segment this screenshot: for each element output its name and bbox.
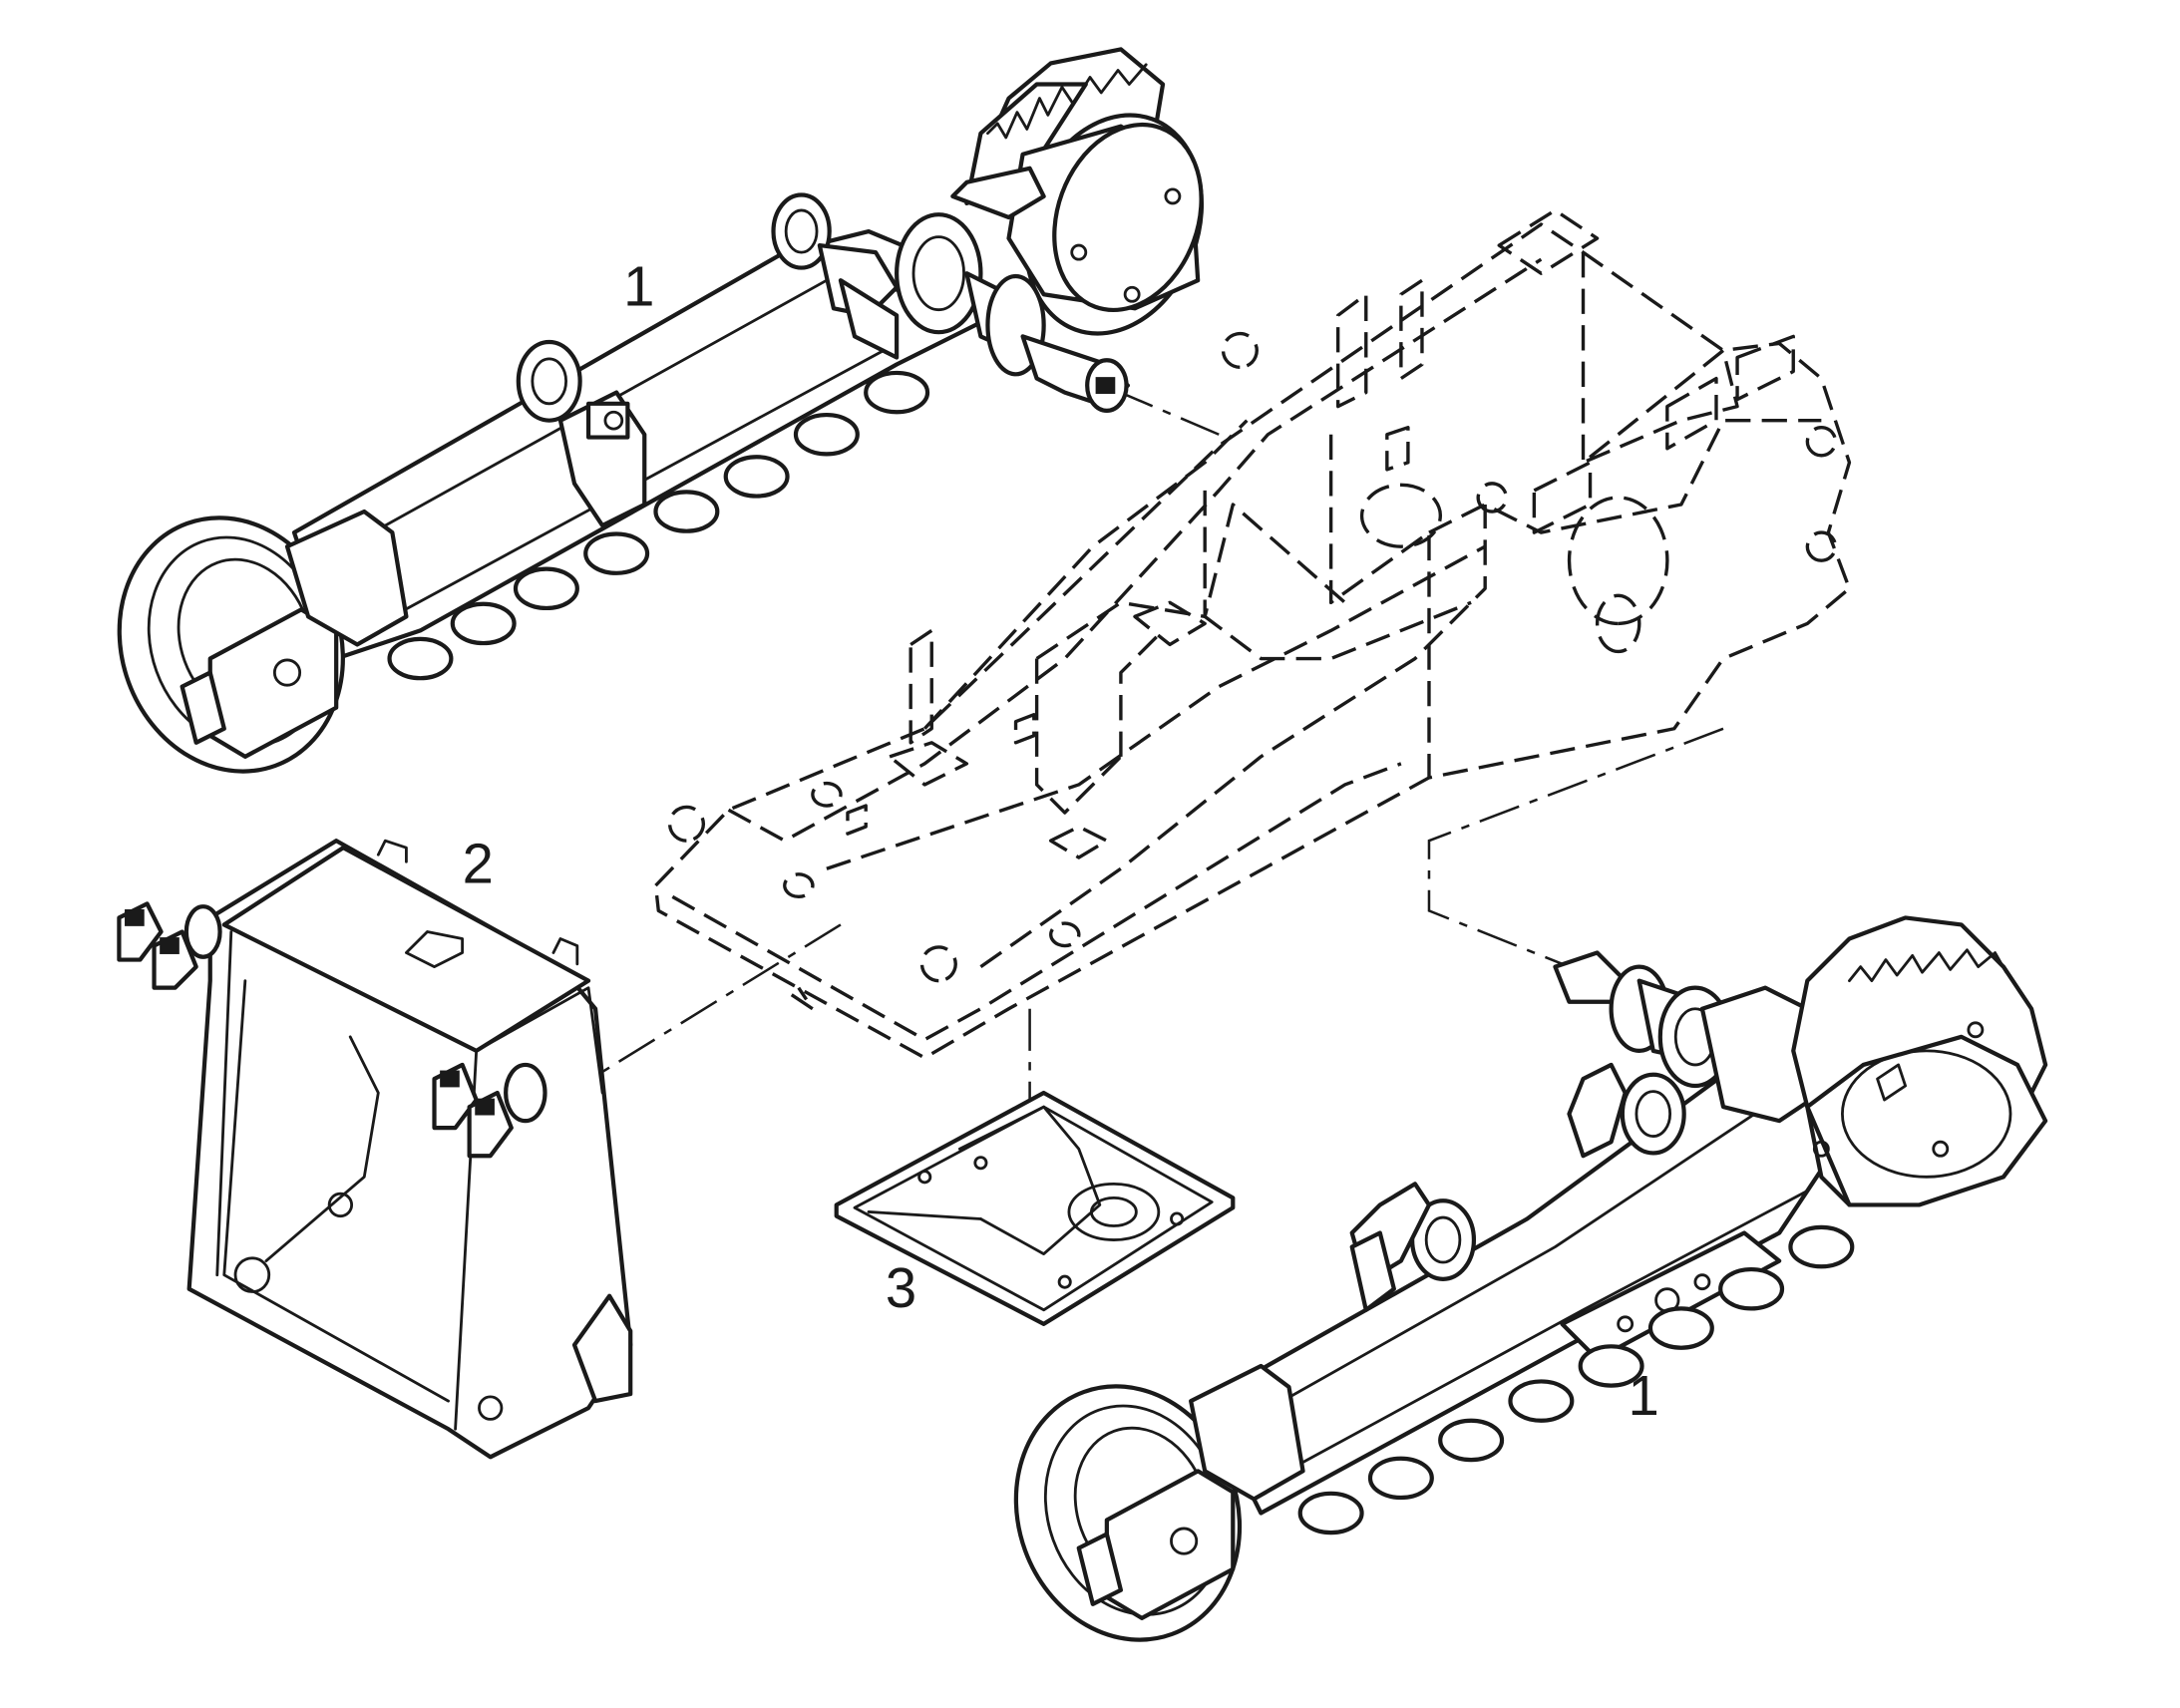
callout-box: 2 (463, 832, 494, 894)
main-frame (653, 208, 1852, 1060)
track-assembly-upper (117, 47, 1205, 774)
box-latch-left (117, 901, 222, 990)
track-rollers-lower (1297, 1224, 1855, 1536)
tensioner-cylinder-rear (771, 192, 900, 360)
callout-track-lower: 1 (1628, 1364, 1658, 1427)
mounting-plate (834, 1090, 1236, 1326)
tensioner-cylinder-lower-rear (1567, 1062, 1686, 1159)
idler-wheel-lower (1013, 1384, 1243, 1642)
track-assembly-lower (1013, 915, 2048, 1642)
assembly-leader-lines (601, 388, 1724, 1205)
track-rollers (387, 370, 930, 681)
drive-motor-hub (895, 166, 1131, 413)
callout-track-upper: 1 (623, 254, 654, 317)
counterweight-box (117, 839, 633, 1460)
drive-sprocket (964, 47, 1205, 336)
drive-motor-lower (1553, 950, 1824, 1124)
tensioner-cylinder (516, 339, 647, 528)
drive-sprocket-lower (1791, 915, 2048, 1207)
box-latch-right (432, 1062, 547, 1159)
callout-plate: 3 (886, 1256, 916, 1319)
idler-wheel (117, 515, 345, 774)
tensioner-cylinder-lower (1349, 1182, 1477, 1312)
